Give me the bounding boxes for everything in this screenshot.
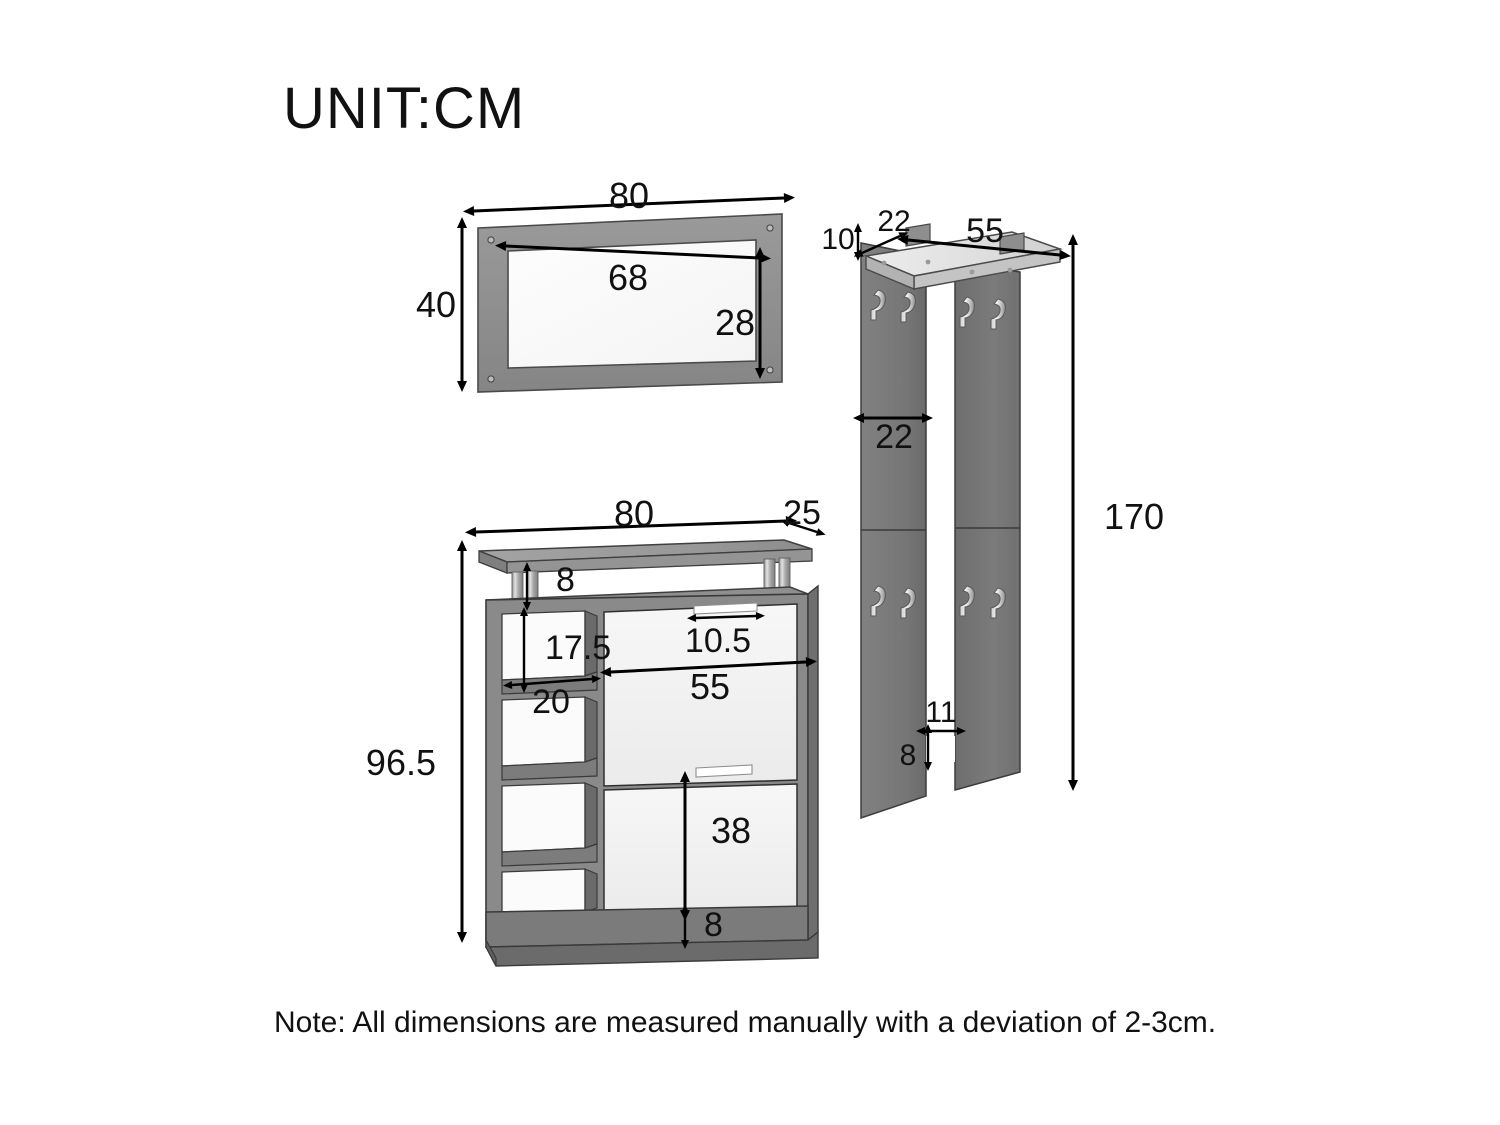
hook-icon bbox=[900, 587, 916, 619]
mirror-drawing: 80 40 68 28 bbox=[416, 175, 795, 393]
hook-icon bbox=[990, 587, 1006, 619]
dim-label-mirror-width: 80 bbox=[609, 175, 649, 216]
hook-icon bbox=[870, 585, 886, 617]
dim-label-shelf-width-cab: 20 bbox=[532, 683, 570, 721]
hook-icon bbox=[959, 585, 975, 617]
dim-line-glass-width bbox=[495, 241, 771, 263]
screw-icon bbox=[969, 269, 975, 275]
screw-icon bbox=[487, 375, 495, 383]
dim-label-rack-height: 170 bbox=[1104, 496, 1164, 537]
screw-icon bbox=[881, 260, 887, 266]
dim-label-glass-height: 28 bbox=[715, 302, 755, 343]
open-shelf-3-ledge bbox=[501, 843, 598, 867]
dim-line-cabinet-depth bbox=[780, 519, 826, 536]
hook-icon bbox=[900, 291, 916, 323]
dim-label-cabinet-height: 96.5 bbox=[366, 742, 436, 783]
dim-line-shelf-width-cab bbox=[503, 675, 601, 689]
dim-label-shelf-thickness: 10 bbox=[821, 223, 854, 256]
note-text: Note: All dimensions are measured manual… bbox=[274, 1006, 1216, 1039]
hook-icon bbox=[870, 289, 886, 321]
dim-label-door-height: 38 bbox=[711, 810, 751, 851]
dim-label-notch-height: 8 bbox=[900, 739, 917, 772]
screw-icon bbox=[487, 236, 495, 244]
open-shelf-2-inner-side bbox=[584, 696, 598, 763]
dim-label-plinth-height: 8 bbox=[704, 906, 723, 944]
screw-icon bbox=[766, 366, 774, 374]
coat-rack-drawing: 10 22 55 22 170 11 8 bbox=[821, 205, 1164, 820]
coat-rack-shelf-side-edge bbox=[865, 254, 915, 291]
dim-line-cabinet-width bbox=[465, 516, 797, 537]
dim-line-shelf-width bbox=[897, 235, 1071, 260]
cabinet-side-face bbox=[807, 584, 819, 942]
open-shelf-4-inner-side bbox=[584, 868, 598, 913]
dim-label-panel-width: 22 bbox=[875, 418, 913, 456]
drawer-handle[interactable] bbox=[693, 602, 758, 615]
page-title: UNIT:CM bbox=[283, 76, 525, 141]
chrome-post bbox=[778, 557, 791, 589]
dim-label-shelf-depth: 22 bbox=[877, 205, 910, 238]
door-handle[interactable] bbox=[695, 764, 753, 778]
chrome-post bbox=[511, 571, 524, 603]
screw-icon bbox=[925, 259, 931, 265]
dim-label-panel-gap: 11 bbox=[925, 696, 956, 729]
dim-line-shelf-depth bbox=[853, 232, 909, 257]
panel-gap-notch bbox=[926, 736, 955, 762]
dim-line-mirror-width bbox=[463, 193, 795, 216]
shoe-cabinet-drawing: 80 25 8 96.5 17.5 20 10.5 55 38 bbox=[366, 493, 826, 967]
open-shelf-2-ledge bbox=[501, 757, 598, 781]
hook-icon bbox=[959, 296, 975, 328]
cabinet-base-left bbox=[485, 937, 497, 967]
cabinet-door-front bbox=[603, 783, 798, 913]
dim-label-handle-width: 10.5 bbox=[685, 622, 751, 660]
dim-label-top-gap: 8 bbox=[556, 561, 575, 599]
open-shelf-3-inner-side bbox=[584, 782, 598, 849]
dim-label-drawer-width: 55 bbox=[690, 666, 730, 707]
open-shelf-3 bbox=[501, 782, 586, 853]
screw-icon bbox=[766, 224, 774, 232]
dim-label-cabinet-width: 80 bbox=[614, 493, 654, 534]
dim-label-mirror-height: 40 bbox=[416, 284, 456, 325]
open-shelf-4 bbox=[501, 868, 586, 917]
coat-rack-panel-right bbox=[954, 261, 1021, 791]
dim-label-glass-width: 68 bbox=[608, 257, 648, 298]
screw-icon bbox=[1007, 267, 1013, 273]
cabinet-top-shelf-front-edge bbox=[506, 548, 813, 574]
chrome-post bbox=[763, 558, 776, 590]
hook-icon bbox=[990, 298, 1006, 330]
dim-line-drawer-width bbox=[600, 657, 817, 677]
dim-label-shelf-width: 55 bbox=[966, 212, 1004, 250]
dim-label-cabinet-depth: 25 bbox=[783, 494, 821, 532]
dim-label-shelf-height: 17.5 bbox=[545, 629, 611, 667]
dim-line-handle-width bbox=[687, 612, 765, 622]
